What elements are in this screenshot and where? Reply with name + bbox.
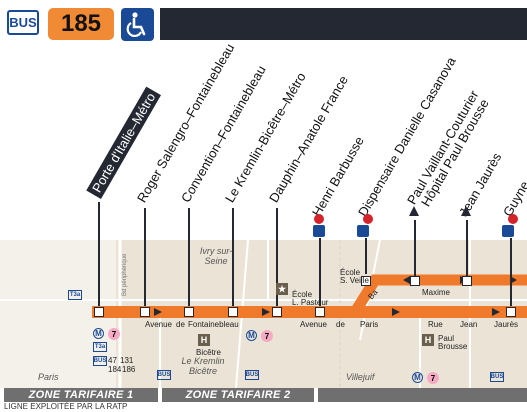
metro-line-7-badge: 7	[108, 328, 120, 340]
place-label: École	[292, 290, 313, 299]
bus-connection-icon: BUS	[157, 370, 171, 380]
tram-icon: T3a	[93, 342, 107, 352]
street-label: Bd périphérique	[122, 253, 128, 296]
bus-mode-tag: BUS	[7, 10, 39, 35]
place-label: Bicêtre	[196, 348, 221, 357]
street-label: Fontainebleau	[188, 320, 239, 329]
stop-label[interactable]: Guyne	[500, 178, 527, 219]
stop-marker[interactable]	[506, 307, 516, 317]
bus-number: 184	[108, 365, 122, 374]
wheelchair-icon	[313, 225, 325, 237]
fare-zone-2: ZONE TARIFAIRE 2	[162, 388, 314, 402]
bus-connection-icon: BUS	[93, 356, 107, 366]
stop-marker[interactable]	[94, 307, 104, 317]
bus-number: 131	[120, 356, 134, 365]
stop-marker[interactable]	[184, 307, 194, 317]
stop-marker[interactable]	[361, 276, 371, 286]
stop-marker[interactable]	[228, 307, 238, 317]
school-icon: ★	[276, 283, 288, 295]
hospital-icon: H	[198, 334, 210, 346]
stop-post	[232, 208, 234, 306]
town-label: Villejuif	[346, 372, 375, 382]
metro-icon: M	[412, 372, 423, 383]
bus-connection-icon: BUS	[490, 372, 504, 382]
line-number-badge: 185	[48, 8, 114, 40]
stop-post	[276, 208, 278, 306]
place-label: L. Pasteur	[292, 298, 329, 307]
street-label: de	[176, 320, 185, 329]
metro-icon: M	[93, 328, 104, 339]
place-label: Paul	[438, 334, 455, 343]
town-label: Ivry sur-Seine	[199, 246, 233, 266]
no-entry-icon	[363, 214, 373, 224]
direction-arrow-icon	[409, 206, 419, 216]
stop-post	[414, 220, 416, 276]
stop-marker[interactable]	[462, 276, 472, 286]
place-label: Brousse	[438, 342, 468, 351]
stop-marker[interactable]	[272, 307, 282, 317]
street-label: de	[336, 320, 345, 329]
metro-line-7-badge: 7	[261, 330, 273, 342]
street-label: Paris	[360, 320, 379, 329]
place-label: S. Veille	[340, 276, 369, 285]
stop-marker[interactable]	[410, 276, 420, 286]
stop-marker[interactable]	[140, 307, 150, 317]
metro-icon: M	[246, 330, 257, 341]
wheelchair-icon	[357, 225, 369, 237]
stop-post	[466, 220, 468, 276]
route-line	[92, 306, 527, 318]
place-label: École	[340, 268, 361, 277]
town-label: Paris	[38, 372, 59, 382]
town-label: Le Kremlin Bicêtre	[181, 356, 225, 376]
street-label: Avenue	[145, 320, 172, 329]
stop-post	[510, 238, 512, 306]
street-label: Avenue	[300, 320, 327, 329]
street-label: Maxime	[422, 288, 451, 297]
wheelchair-icon	[502, 225, 514, 237]
hospital-icon: H	[422, 334, 434, 346]
header-band	[160, 8, 527, 40]
fare-zone-bar	[318, 388, 527, 402]
bus-connection-icon: BUS	[245, 370, 259, 380]
direction-arrow-icon	[461, 206, 471, 216]
street-label: Jean	[460, 320, 478, 329]
bus-number: 186	[122, 365, 136, 374]
no-entry-icon	[314, 214, 324, 224]
stop-post	[319, 238, 321, 306]
wheelchair-icon	[121, 8, 154, 41]
stop-label[interactable]: Le Kremlin-Bicêtre–Métro	[222, 69, 309, 205]
operator-footer: LIGNE EXPLOITÉE PAR LA RATP	[4, 402, 128, 411]
stop-post	[188, 208, 190, 306]
no-entry-icon	[508, 214, 518, 224]
stop-post	[144, 208, 146, 306]
stop-marker[interactable]	[315, 307, 325, 317]
metro-line-7-badge: 7	[427, 372, 439, 384]
street-label: Rue	[428, 320, 443, 329]
stop-post	[98, 202, 100, 306]
stop-label[interactable]: Convention–Fontainebleau	[178, 62, 269, 205]
tram-icon: T3a	[68, 290, 82, 300]
street-label: Jaurès	[494, 320, 519, 329]
stop-post	[365, 238, 367, 274]
bus-number: 47	[108, 356, 117, 365]
fare-zone-1: ZONE TARIFAIRE 1	[4, 388, 158, 402]
route-arrows	[154, 308, 500, 316]
